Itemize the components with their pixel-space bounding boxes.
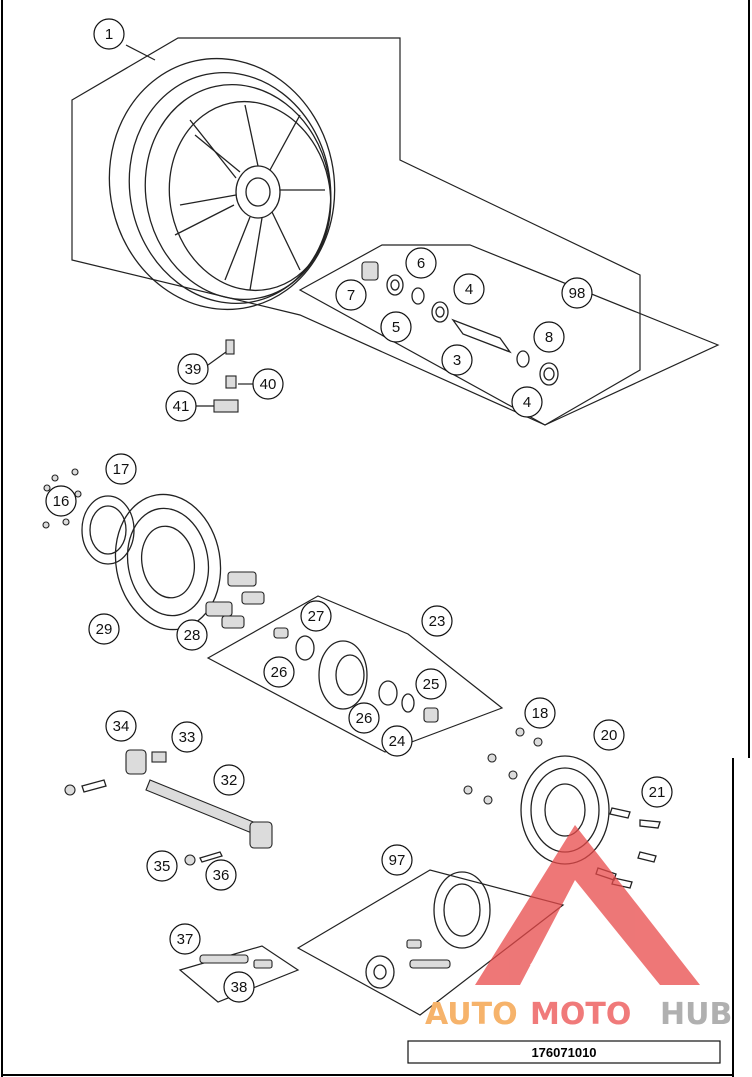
callout-36: 36 bbox=[205, 859, 237, 891]
callout-8: 8 bbox=[533, 321, 565, 353]
svg-text:HUB: HUB bbox=[660, 997, 732, 1032]
svg-text:40: 40 bbox=[260, 376, 277, 393]
disc-flange bbox=[81, 495, 135, 565]
chain-frame bbox=[178, 945, 300, 1003]
watermark-logo bbox=[475, 825, 700, 985]
callout-41: 41 bbox=[165, 390, 197, 422]
callout-18: 18 bbox=[524, 697, 556, 729]
svg-text:26: 26 bbox=[356, 710, 373, 727]
svg-text:21: 21 bbox=[649, 784, 666, 801]
chain-kit-frame bbox=[296, 869, 565, 1016]
callout-37: 37 bbox=[169, 923, 201, 955]
document-number-box: 176071010 bbox=[407, 1040, 721, 1064]
callout-26-left: 26 bbox=[263, 656, 295, 688]
leader-39 bbox=[207, 351, 227, 366]
callout-27: 27 bbox=[300, 600, 332, 632]
callout-33: 33 bbox=[171, 721, 203, 753]
svg-text:1: 1 bbox=[105, 26, 113, 43]
svg-text:41: 41 bbox=[173, 398, 190, 415]
svg-text:35: 35 bbox=[154, 858, 171, 875]
svg-text:7: 7 bbox=[347, 287, 355, 304]
svg-text:20: 20 bbox=[601, 727, 618, 744]
callout-29: 29 bbox=[88, 613, 120, 645]
callout-leader-1 bbox=[125, 44, 156, 61]
svg-text:38: 38 bbox=[231, 979, 248, 996]
svg-text:4: 4 bbox=[465, 281, 473, 298]
svg-text:36: 36 bbox=[213, 867, 230, 884]
svg-text:8: 8 bbox=[545, 329, 553, 346]
callout-34: 34 bbox=[105, 710, 137, 742]
svg-text:33: 33 bbox=[179, 729, 196, 746]
callout-38: 38 bbox=[223, 971, 255, 1003]
callout-28: 28 bbox=[176, 619, 208, 651]
rear-wheel-rim bbox=[108, 57, 336, 311]
callout-23: 23 bbox=[421, 605, 453, 637]
bearing-parts bbox=[361, 261, 559, 386]
svg-text:17: 17 bbox=[113, 461, 130, 478]
chain-kit-parts bbox=[365, 871, 491, 989]
callout-21: 21 bbox=[641, 776, 673, 808]
callout-40: 40 bbox=[252, 368, 284, 400]
svg-text:28: 28 bbox=[184, 627, 201, 644]
svg-text:MOTO: MOTO bbox=[530, 997, 631, 1032]
callout-16: 16 bbox=[45, 485, 77, 517]
callout-4-bottom: 4 bbox=[511, 386, 543, 418]
svg-text:39: 39 bbox=[185, 361, 202, 378]
svg-text:23: 23 bbox=[429, 613, 446, 630]
svg-text:26: 26 bbox=[271, 664, 288, 681]
document-number: 176071010 bbox=[531, 1045, 596, 1060]
svg-text:24: 24 bbox=[389, 733, 406, 750]
sprocket-nuts bbox=[463, 727, 543, 805]
watermark-inner-triangle-icon bbox=[530, 905, 620, 965]
callout-35: 35 bbox=[146, 850, 178, 882]
callout-25: 25 bbox=[415, 668, 447, 700]
bearing-kit-frame bbox=[298, 244, 720, 426]
svg-text:27: 27 bbox=[308, 608, 325, 625]
svg-text:98: 98 bbox=[569, 285, 586, 302]
callout-4-top: 4 bbox=[453, 273, 485, 305]
callout-17: 17 bbox=[105, 453, 137, 485]
svg-text:4: 4 bbox=[523, 394, 531, 411]
callout-26-right: 26 bbox=[348, 702, 380, 734]
callout-98: 98 bbox=[561, 277, 593, 309]
svg-text:34: 34 bbox=[113, 718, 130, 735]
svg-text:29: 29 bbox=[96, 621, 113, 638]
watermark-triangle-icon bbox=[475, 825, 700, 985]
disc-bolts bbox=[42, 468, 82, 529]
sprocket-carrier-hub bbox=[273, 627, 439, 723]
svg-text:6: 6 bbox=[417, 255, 425, 272]
wheel-assembly-frame bbox=[71, 37, 641, 426]
callout-3: 3 bbox=[441, 344, 473, 376]
callout-97: 97 bbox=[381, 844, 413, 876]
svg-text:97: 97 bbox=[389, 852, 406, 869]
damper-rubbers bbox=[205, 571, 265, 629]
callout-39: 39 bbox=[177, 353, 209, 385]
callout-1: 1 bbox=[93, 18, 125, 50]
callout-32: 32 bbox=[213, 764, 245, 796]
callout-24: 24 bbox=[381, 725, 413, 757]
valve-parts bbox=[213, 339, 239, 413]
svg-text:3: 3 bbox=[453, 352, 461, 369]
callout-6: 6 bbox=[405, 247, 437, 279]
svg-text:16: 16 bbox=[53, 493, 70, 510]
hub-assembly-frame bbox=[206, 595, 504, 753]
axle-parts bbox=[64, 749, 273, 866]
callout-20: 20 bbox=[593, 719, 625, 751]
callout-7: 7 bbox=[335, 279, 367, 311]
svg-text:AUTO: AUTO bbox=[425, 997, 518, 1032]
chain-links bbox=[199, 954, 273, 969]
svg-text:32: 32 bbox=[221, 772, 238, 789]
svg-text:25: 25 bbox=[423, 676, 440, 693]
watermark-text: AUTO MOTO HUB bbox=[425, 997, 732, 1032]
svg-text:5: 5 bbox=[392, 319, 400, 336]
svg-text:37: 37 bbox=[177, 931, 194, 948]
svg-text:18: 18 bbox=[532, 705, 549, 722]
callout-5: 5 bbox=[380, 311, 412, 343]
